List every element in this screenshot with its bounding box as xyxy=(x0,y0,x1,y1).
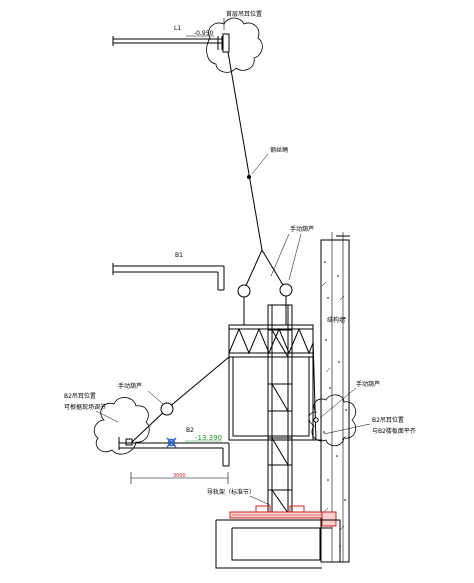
label-elev-top: -0.950 xyxy=(194,30,214,37)
lifting-truss-frame xyxy=(228,324,314,441)
wire-rope xyxy=(227,51,287,291)
label-hoist-left: 手动葫芦 xyxy=(118,382,142,390)
label-b1: B1 xyxy=(175,252,183,259)
label-hoist-top: 手动葫芦 xyxy=(290,225,314,233)
b2-lug xyxy=(125,438,133,446)
cloud-top-anchor xyxy=(206,17,263,73)
base-foundation xyxy=(215,505,341,569)
label-b2-right-1: B2吊耳位置 xyxy=(372,416,404,424)
structural-wall xyxy=(320,232,350,563)
label-elev-b2: -13.390 xyxy=(195,434,222,442)
guide-rail-mast xyxy=(267,304,293,514)
hoist-top-right xyxy=(279,283,293,297)
dimension-line xyxy=(130,472,229,484)
cloud-left-anchor xyxy=(93,397,150,455)
slab-l1 xyxy=(112,33,230,53)
hoist-left xyxy=(160,402,174,416)
label-l1: L1 xyxy=(174,25,181,32)
label-b2-right-2: 与B2楼板面平齐 xyxy=(372,427,416,435)
blue-anchor-mark xyxy=(166,437,177,448)
label-dim-3000: 3000 xyxy=(173,473,186,479)
label-guide-rail: 导轨架（标准节） xyxy=(207,488,255,496)
label-wall-mark: 结构墙 xyxy=(327,316,345,324)
cloud-right-anchor xyxy=(308,394,357,447)
label-b2: B2 xyxy=(186,427,194,434)
label-hoist-right: 手动葫芦 xyxy=(356,380,380,388)
label-wire-rope: 钢丝绳 xyxy=(270,146,288,154)
slab-b1 xyxy=(112,263,225,291)
label-b2-anchor-1: B2吊耳位置 xyxy=(64,392,96,400)
hoist-right xyxy=(313,417,319,423)
label-top-anchor: 首层吊耳位置 xyxy=(226,10,262,18)
hoist-top-left xyxy=(237,284,251,298)
rope-knot xyxy=(247,175,251,179)
label-b2-anchor-2: 可根据现场调节 xyxy=(64,403,106,411)
